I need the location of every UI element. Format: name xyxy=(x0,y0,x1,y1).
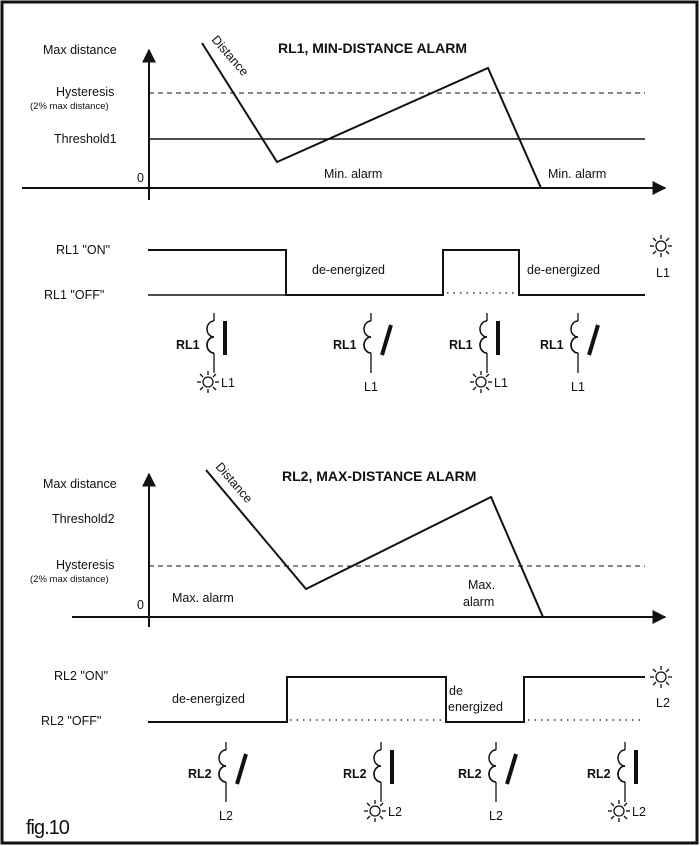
rl1-deenergized-1: de-energized xyxy=(312,263,385,277)
rl1-min-alarm-1: Min. alarm xyxy=(324,167,382,181)
rl2-on-label: RL2 "ON" xyxy=(54,669,108,683)
rl1-min-alarm-2: Min. alarm xyxy=(548,167,606,181)
sun-lamp-icon xyxy=(650,666,672,688)
rl2-distance-graph: RL2, MAX-DISTANCE ALARM Max distance Thr… xyxy=(30,460,667,627)
relay-coil-icon xyxy=(479,313,488,373)
rl1-relay-name: RL1 xyxy=(176,338,200,352)
relay-coil-icon xyxy=(488,742,497,802)
relay-coil-icon xyxy=(373,742,382,802)
rl2-max-alarm-1: Max. alarm xyxy=(172,591,234,605)
rl1-distance-curve xyxy=(201,42,542,189)
rl1-title: RL1, MIN-DISTANCE ALARM xyxy=(278,40,467,56)
rl2-relay-name: RL2 xyxy=(343,767,367,781)
rl1-relay-name: RL1 xyxy=(540,338,564,352)
rl2-deenergized-2a: de xyxy=(449,684,463,698)
rl2-off-label: RL2 "OFF" xyxy=(41,714,101,728)
rl2-distance-curve xyxy=(205,469,544,618)
sun-lamp-icon xyxy=(364,800,386,822)
rl2-distance-label: Distance xyxy=(213,460,256,506)
sun-lamp-icon xyxy=(608,800,630,822)
rl2-lamp-right-label: L2 xyxy=(656,696,670,710)
sun-lamp-icon xyxy=(650,235,672,257)
rl1-lamp-right-label: L1 xyxy=(656,266,670,280)
rl1-lamp-right: L1 xyxy=(650,235,672,280)
rl2-max-alarm-2b: alarm xyxy=(463,595,494,609)
rl1-off-label: RL1 "OFF" xyxy=(44,288,104,302)
rl2-y-max-label: Max distance xyxy=(43,477,117,491)
rl1-hysteresis-note: (2% max distance) xyxy=(30,101,109,112)
rl1-relay-lamp-label: L1 xyxy=(364,380,378,394)
rl2-hysteresis-note: (2% max distance) xyxy=(30,574,109,585)
contact-open-icon xyxy=(587,324,600,356)
rl2-zero-label: 0 xyxy=(137,598,144,612)
rl2-title: RL2, MAX-DISTANCE ALARM xyxy=(282,468,476,484)
rl2-relay-name: RL2 xyxy=(587,767,611,781)
rl2-state-line xyxy=(148,676,645,723)
rl1-threshold-label: Threshold1 xyxy=(54,132,117,146)
contact-open-icon xyxy=(380,324,393,356)
rl2-deenergized-2b: energized xyxy=(448,700,503,714)
rl1-state-line xyxy=(148,249,645,296)
rl1-zero-label: 0 xyxy=(137,171,144,185)
rl2-threshold-label: Threshold2 xyxy=(52,512,115,526)
relay-coil-icon xyxy=(218,742,227,802)
rl1-distance-graph: RL1, MIN-DISTANCE ALARM Max distance Hys… xyxy=(22,33,667,200)
rl2-state-diagram: RL2 "ON" RL2 "OFF" de-energized de energ… xyxy=(41,666,672,728)
rl1-relay-name: RL1 xyxy=(449,338,473,352)
rl1-hysteresis-label: Hysteresis xyxy=(56,85,114,99)
rl2-relay-name: RL2 xyxy=(458,767,482,781)
contact-open-icon xyxy=(235,753,248,785)
rl1-y-max-label: Max distance xyxy=(43,43,117,57)
contact-open-icon xyxy=(505,753,518,785)
rl1-relay-name: RL1 xyxy=(333,338,357,352)
rl2-relay-lamp-label: L2 xyxy=(489,809,503,823)
rl2-max-alarm-2a: Max. xyxy=(468,578,495,592)
rl2-relay-lamp-label: L2 xyxy=(388,805,402,819)
rl2-hysteresis-label: Hysteresis xyxy=(56,558,114,572)
rl2-relay-lamp-label: L2 xyxy=(219,809,233,823)
figure-caption: fig.10 xyxy=(26,817,70,839)
relay-coil-icon xyxy=(206,313,215,373)
relay-coil-icon xyxy=(570,313,579,373)
rl1-distance-label: Distance xyxy=(209,33,252,79)
rl2-lamp-right: L2 xyxy=(650,666,672,710)
rl1-state-diagram: RL1 "ON" RL1 "OFF" de-energized de-energ… xyxy=(44,235,672,302)
rl1-on-label: RL1 "ON" xyxy=(56,243,110,257)
relay-coil-icon xyxy=(363,313,372,373)
rl1-deenergized-2: de-energized xyxy=(527,263,600,277)
rl2-deenergized-1: de-energized xyxy=(172,692,245,706)
rl1-relay-lamp-label: L1 xyxy=(571,380,585,394)
relay-coil-icon xyxy=(617,742,626,802)
sun-lamp-icon xyxy=(470,371,492,393)
rl2-relay-name: RL2 xyxy=(188,767,212,781)
rl2-relay-lamp-label: L2 xyxy=(632,805,646,819)
sun-lamp-icon xyxy=(197,371,219,393)
rl1-relay-lamp-label: L1 xyxy=(494,376,508,390)
rl1-relay-lamp-label: L1 xyxy=(221,376,235,390)
